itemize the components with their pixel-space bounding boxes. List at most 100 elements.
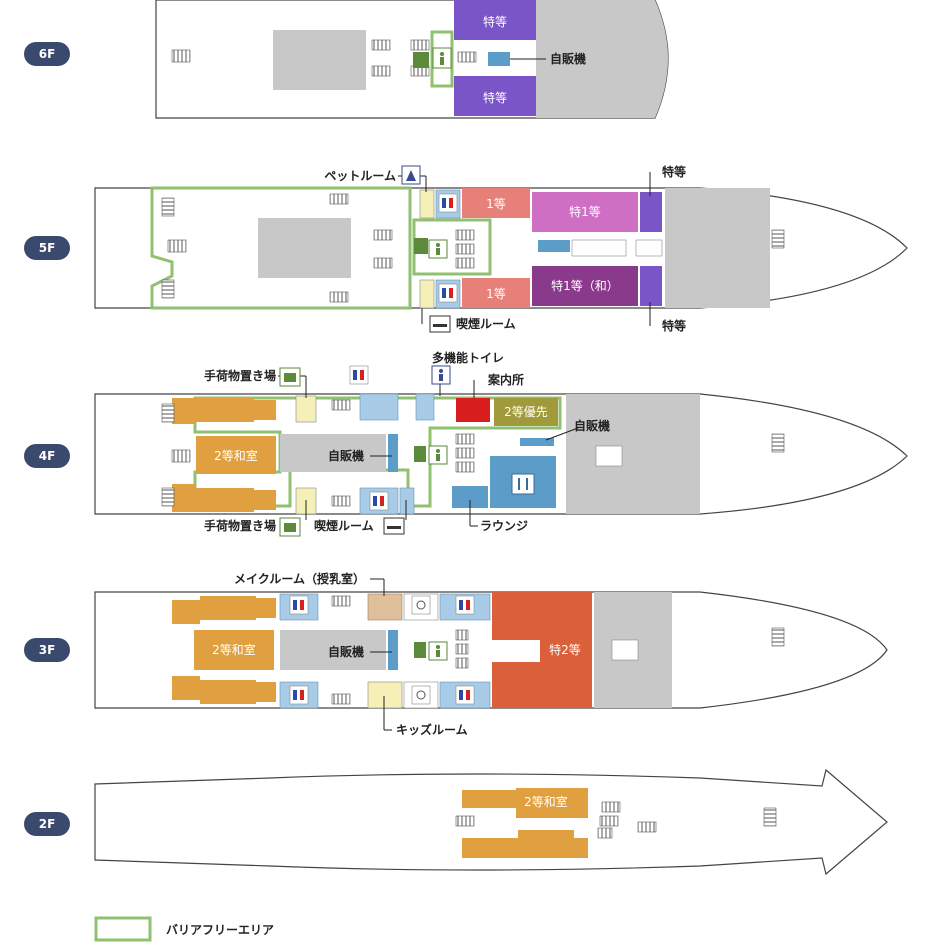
elevator-6f — [413, 52, 429, 68]
cabin-3f-top-2[interactable] — [200, 596, 228, 620]
label-5f-toku-first: 特1等 — [569, 204, 601, 219]
label-4f-second-jp: 2等和室 — [214, 448, 258, 463]
smoking-4f[interactable] — [399, 487, 415, 515]
room-4f-second-jp[interactable] — [196, 436, 276, 474]
smoking-icon — [429, 315, 451, 333]
kids-room-3f[interactable] — [367, 681, 403, 709]
label-4f-multi-toilet: 多機能トイレ — [432, 350, 504, 365]
room-6f-tokuto-bottom[interactable] — [454, 76, 536, 116]
floor-badge-3f[interactable]: 3F — [24, 638, 70, 662]
grey-area-6f — [273, 30, 366, 90]
cabin-2f-top-1[interactable] — [462, 790, 516, 808]
label-6f-tokuto-top: 特等 — [483, 14, 507, 29]
room-3f-toku-second[interactable] — [492, 592, 592, 708]
barrier-free-6f — [430, 30, 454, 88]
stairs-4f-d — [455, 447, 475, 459]
cabin-4f-bot-1[interactable] — [172, 484, 196, 512]
pet-room-5f[interactable] — [419, 189, 435, 219]
elevator-5f — [414, 238, 428, 254]
barrier-free-5f-center — [412, 218, 492, 276]
shower-icon — [411, 595, 431, 615]
floor-badge-5f[interactable]: 5F — [24, 236, 70, 260]
label-4f-luggage-bottom: 手荷物置き場 — [204, 518, 276, 533]
stairs-4f-b — [331, 495, 351, 507]
cabin-3f-bot-1[interactable] — [172, 676, 200, 700]
bow-6f — [536, 0, 668, 118]
room-3f-second-jp[interactable] — [194, 630, 274, 670]
room-6f-tokuto-top[interactable] — [454, 0, 536, 40]
pet-icon — [401, 165, 421, 185]
hull-3f — [94, 591, 888, 709]
grey-area-4f — [280, 434, 386, 472]
multi-toilet-4f[interactable] — [415, 393, 435, 421]
stairs-3f-b — [331, 693, 351, 705]
room-5f-first-bottom[interactable] — [462, 278, 530, 308]
stairs-6f-4 — [410, 39, 430, 51]
cabin-3f-top-3[interactable] — [228, 596, 256, 620]
vending-4f-left — [388, 434, 398, 472]
cabin-4f-top-2[interactable] — [196, 398, 226, 422]
counter-5f — [571, 239, 627, 257]
room-5f-tokuto-bottom[interactable] — [640, 266, 662, 306]
cabin-2f-bot-1[interactable] — [462, 838, 518, 858]
floor-label-6f: 6F — [39, 47, 56, 61]
smoking-5f[interactable] — [419, 279, 435, 309]
deck-6f — [155, 0, 669, 119]
label-2f-second-jp: 2等和室 — [524, 794, 568, 809]
luggage-4f-top[interactable] — [295, 395, 317, 423]
stairs-2f-bow — [763, 807, 777, 827]
label-3f-kids: キッズルーム — [396, 722, 468, 737]
elevator-4f — [414, 446, 426, 462]
room-2f-second-jp[interactable] — [516, 788, 588, 818]
cabin-2f-bot-2[interactable] — [518, 830, 574, 858]
counter-5f-2 — [635, 239, 663, 257]
room-4f-second-priority[interactable] — [494, 398, 558, 426]
cabin-3f-bot-3[interactable] — [228, 680, 256, 704]
cabin-4f-bot-3[interactable] — [226, 488, 254, 512]
luggage-icon — [279, 517, 301, 537]
cabin-3f-top-1[interactable] — [172, 600, 200, 624]
label-4f-vending-left: 自販機 — [328, 448, 364, 463]
toilet-icon — [349, 365, 369, 385]
cabin-2f-bot-3[interactable] — [574, 838, 588, 858]
counter-3f — [611, 639, 639, 661]
floor-badge-2f[interactable]: 2F — [24, 812, 70, 836]
legend: バリアフリーエリア — [94, 916, 274, 942]
stairs-4f-left-2 — [171, 449, 191, 463]
label-3f-second-jp: 2等和室 — [212, 642, 256, 657]
stairs-5f-left-1 — [161, 197, 175, 217]
room-5f-toku-first-jp[interactable] — [532, 266, 638, 306]
floor-badge-4f[interactable]: 4F — [24, 444, 70, 468]
room-5f-first-top[interactable] — [462, 188, 530, 218]
label-4f-lounge: ラウンジ — [480, 519, 528, 533]
hull-4f — [94, 393, 908, 515]
cabin-4f-bot-4[interactable] — [254, 490, 276, 510]
room-4f-info[interactable] — [456, 398, 490, 422]
cabin-4f-bot-2[interactable] — [196, 488, 226, 512]
cabin-4f-top-3[interactable] — [226, 398, 254, 422]
room-5f-toku-first[interactable] — [532, 192, 638, 232]
vending-3f — [388, 630, 398, 670]
cabin-4f-top-1[interactable] — [172, 398, 196, 424]
stairs-5f-d — [373, 257, 393, 269]
stairs-5f-f — [455, 243, 475, 255]
make-room-3f[interactable] — [367, 593, 403, 621]
stairs-2f-c — [599, 815, 619, 827]
cabin-3f-top-4[interactable] — [256, 598, 276, 618]
accessible-toilet-icon — [428, 641, 448, 661]
barrier-free-5f-left — [150, 186, 412, 310]
toilet-icon — [289, 685, 309, 705]
label-4f-luggage-top: 手荷物置き場 — [204, 368, 276, 383]
room-5f-tokuto-top[interactable] — [640, 192, 662, 232]
legend-swatch — [94, 916, 152, 942]
bow-grey-4f — [566, 394, 700, 514]
stairs-4f-left-1 — [161, 403, 175, 423]
accessible-toilet-icon — [428, 445, 448, 465]
label-6f-tokuto-bottom: 特等 — [483, 90, 507, 105]
deck-3f — [94, 578, 888, 731]
floor-badge-6f[interactable]: 6F — [24, 42, 70, 66]
cabin-3f-bot-2[interactable] — [200, 680, 228, 704]
cabin-4f-top-4[interactable] — [254, 400, 276, 420]
toilet-4f-top — [359, 393, 399, 421]
cabin-3f-bot-4[interactable] — [256, 682, 276, 702]
